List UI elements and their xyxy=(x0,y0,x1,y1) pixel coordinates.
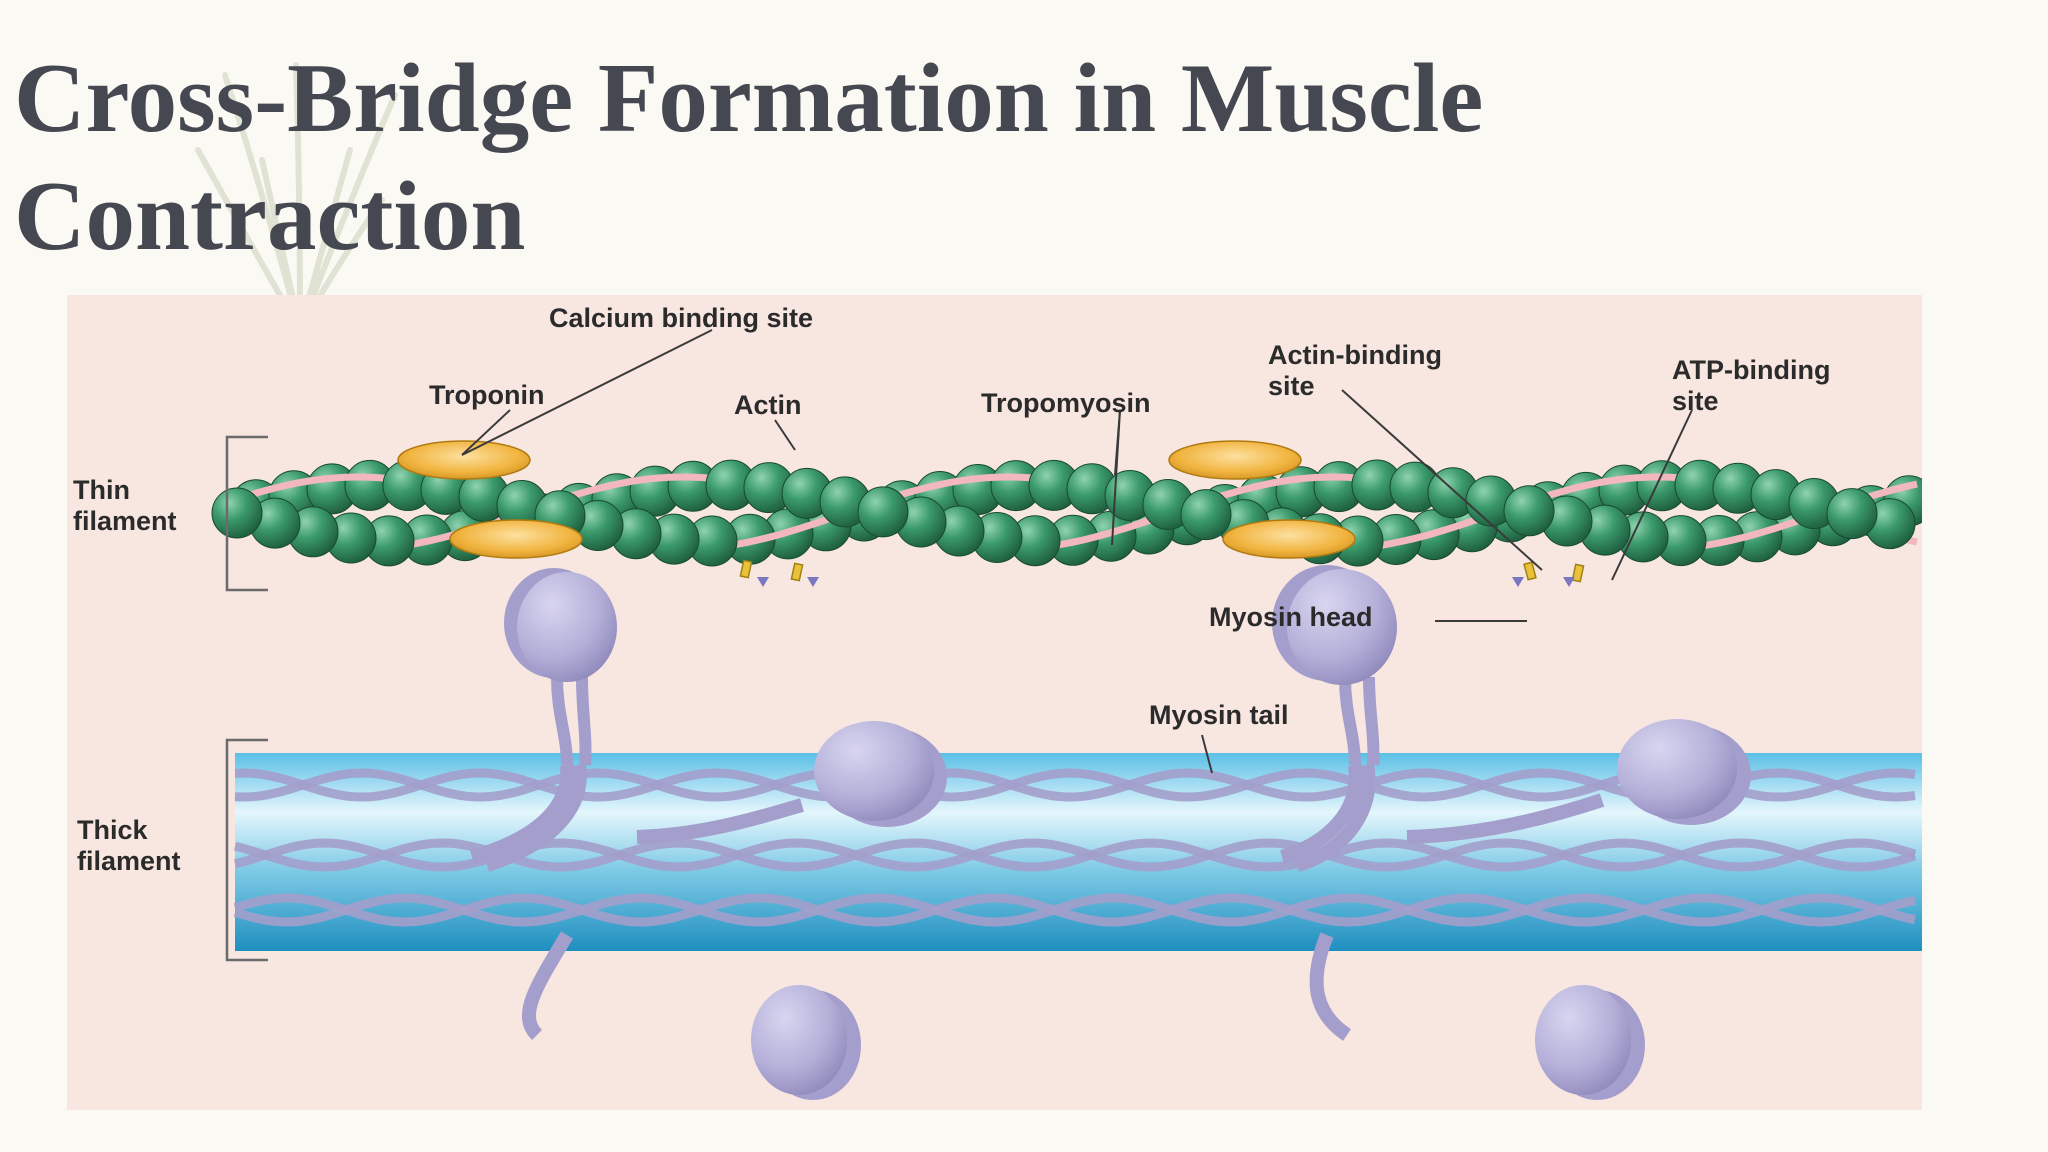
filament-brackets xyxy=(225,435,268,962)
thin-filament xyxy=(211,459,1922,567)
troponin-complex xyxy=(397,440,531,480)
myosin-head-lower-left xyxy=(522,931,861,1100)
label-actin-binding-site: Actin-binding site xyxy=(1268,340,1442,401)
label-thin-filament: Thin filament xyxy=(73,475,177,536)
actin-bead xyxy=(1503,485,1555,537)
slide-title: Cross-Bridge Formation in Muscle Contrac… xyxy=(14,44,1484,271)
troponin-complex xyxy=(1222,519,1356,559)
label-thick-filament: Thick filament xyxy=(77,815,181,876)
myosin-head-middle xyxy=(636,721,947,844)
myosin-tail-strand xyxy=(233,893,1916,927)
actin-bead xyxy=(1826,488,1878,540)
actin-bead xyxy=(1180,489,1232,541)
myosin-head-right xyxy=(1406,719,1751,844)
troponin-complex xyxy=(1168,440,1302,480)
actin-bead xyxy=(857,486,909,538)
diagram-drawing xyxy=(211,329,1922,1100)
cross-bridge-diagram: Calcium binding site Troponin Actin Trop… xyxy=(67,295,1922,1110)
binding-site-markers xyxy=(739,559,1585,583)
myosin-tail-strand xyxy=(233,893,1916,927)
myosin-head-lower-right xyxy=(1309,932,1645,1100)
myosin-head-cross-bridge-left xyxy=(470,568,617,872)
label-myosin-head: Myosin head xyxy=(1209,602,1373,632)
label-calcium-binding-site: Calcium binding site xyxy=(549,303,814,333)
myosin-head-cross-bridge-right xyxy=(1272,565,1397,872)
troponin-complex xyxy=(449,519,583,559)
label-troponin: Troponin xyxy=(429,380,545,410)
leader-lines xyxy=(461,329,1693,774)
label-myosin-tail: Myosin tail xyxy=(1149,700,1289,730)
actin-binding-notches xyxy=(757,577,1575,587)
label-tropomyosin: Tropomyosin xyxy=(981,388,1151,418)
actin-bead xyxy=(211,487,263,539)
label-actin: Actin xyxy=(734,390,802,420)
troponin-group xyxy=(397,440,1356,559)
label-atp-binding-site: ATP-binding site xyxy=(1672,355,1831,416)
